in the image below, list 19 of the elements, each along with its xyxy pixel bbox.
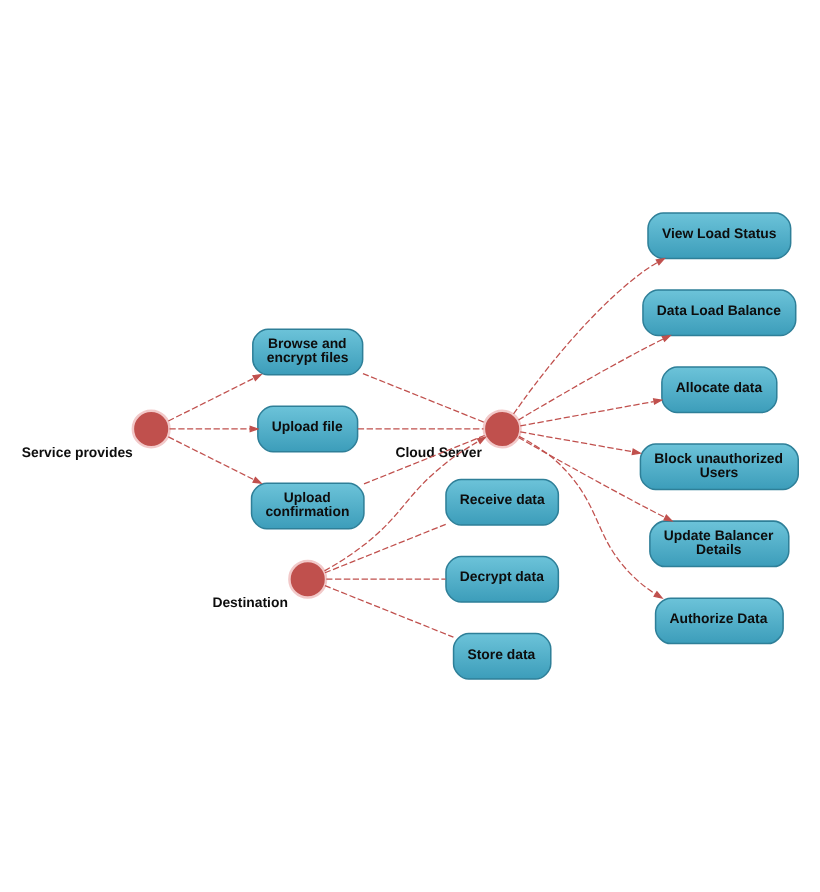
node-circle [288, 559, 328, 599]
arrow [518, 435, 664, 599]
arrow [519, 398, 664, 427]
arrow [167, 373, 263, 422]
arrow [512, 257, 666, 415]
connector [362, 372, 486, 424]
node-circle [482, 409, 522, 449]
arrow [517, 436, 674, 522]
connector [357, 428, 485, 430]
arrow [519, 431, 643, 456]
arrow [168, 425, 260, 433]
connector [324, 585, 455, 638]
node-circle [131, 409, 171, 449]
arrow [323, 436, 487, 572]
connector [325, 578, 447, 580]
connector [324, 523, 447, 574]
connector [363, 434, 486, 485]
arrow [167, 436, 263, 485]
arrow [517, 334, 672, 421]
